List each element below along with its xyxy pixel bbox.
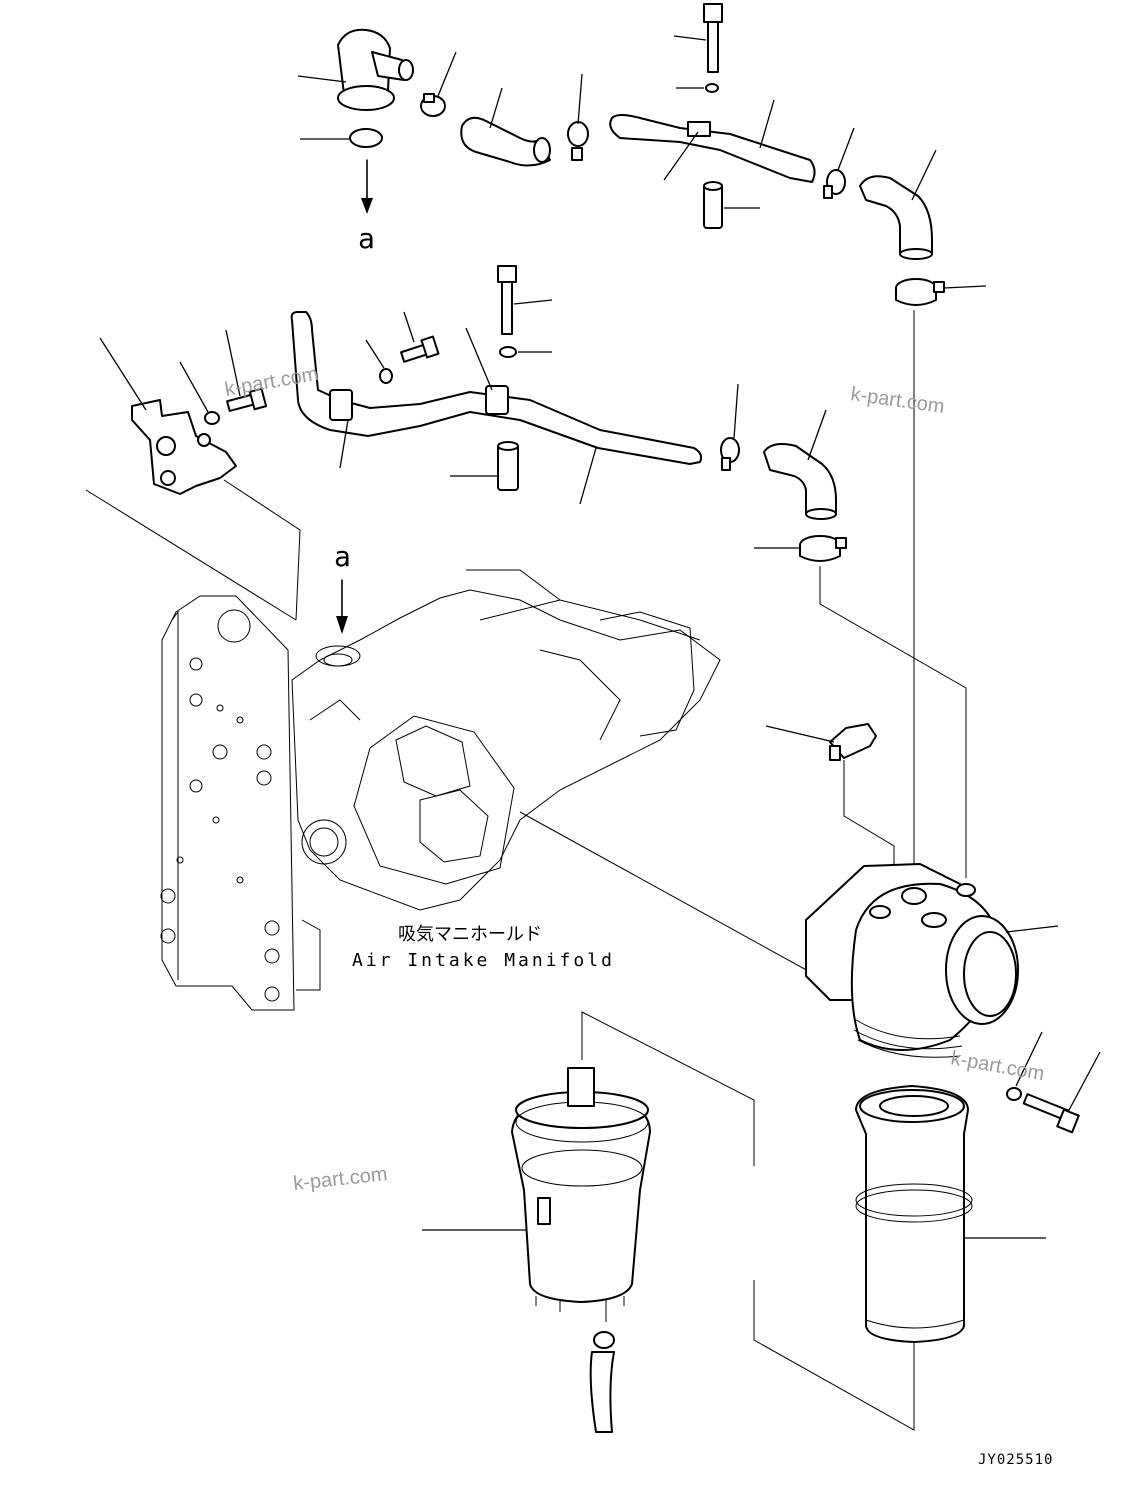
band-clamp-part[interactable] (800, 536, 846, 561)
manifold-label-ja: 吸気マニホールド (398, 924, 542, 945)
leader-line (760, 100, 774, 148)
leader-line (438, 52, 456, 96)
assembly-line (754, 1280, 914, 1430)
bolt-part[interactable] (498, 266, 516, 334)
leader-line (912, 150, 936, 200)
leader-line (404, 312, 414, 342)
leader-line (674, 36, 706, 40)
leader-line (734, 384, 738, 438)
leader-line (514, 300, 552, 304)
hose-clamp-part[interactable] (421, 94, 445, 116)
washer-part[interactable] (380, 369, 392, 383)
filter-element-part[interactable] (856, 1086, 972, 1342)
leader-line (1006, 926, 1058, 932)
watermark-text: k-part.com (292, 1163, 388, 1195)
air-cleaner-head-part[interactable] (806, 864, 1018, 1057)
leader-line (838, 128, 854, 170)
leader-line (1016, 1032, 1042, 1086)
hose-clamp-part[interactable] (824, 170, 845, 198)
leader-line (664, 132, 698, 180)
assembly-line (520, 812, 810, 972)
assembly-line (582, 1012, 754, 1166)
manifold-label-en: Air Intake Manifold (352, 950, 615, 971)
leader-line (578, 74, 582, 124)
washer-part[interactable] (205, 412, 219, 424)
leader-line (944, 286, 986, 288)
view-marker-label: a (358, 222, 375, 255)
bolt-part[interactable] (401, 337, 438, 362)
spacer-part[interactable] (704, 182, 722, 228)
leader-line (580, 448, 596, 504)
elbow-hose-part[interactable] (764, 444, 836, 519)
leader-line (466, 328, 492, 390)
elbow-hose-part[interactable] (461, 118, 550, 166)
watermark-text: k-part.com (849, 383, 946, 418)
pipe-part[interactable] (610, 115, 814, 182)
arrow-head-icon (361, 198, 373, 214)
leader-line (808, 410, 826, 460)
air-intake-manifold (161, 570, 720, 1010)
washer-part[interactable] (706, 84, 718, 92)
assembly-line (820, 566, 966, 878)
assembly-line (224, 480, 300, 620)
bolt-part[interactable] (704, 4, 722, 72)
leader-line (1068, 1052, 1100, 1112)
hose-clamp-part[interactable] (721, 438, 739, 470)
leader-line (490, 88, 502, 128)
leader-line (100, 338, 146, 410)
elbow-hose-part[interactable] (860, 176, 932, 259)
assembly-line (844, 760, 894, 870)
washer-part[interactable] (500, 347, 516, 357)
cap-part[interactable] (338, 30, 413, 110)
hose-clamp-part[interactable] (568, 122, 588, 160)
washer-part[interactable] (1007, 1088, 1021, 1100)
bracket-part[interactable] (132, 400, 236, 494)
leader-line (180, 362, 208, 412)
assembly-line (86, 490, 296, 620)
dust-cup-part[interactable] (512, 1068, 650, 1322)
o-ring-part[interactable] (350, 129, 382, 147)
leader-line (340, 420, 348, 468)
arrow-head-icon (336, 616, 348, 634)
bolt-part[interactable] (1024, 1094, 1079, 1132)
drain-hose-part[interactable] (591, 1332, 614, 1432)
view-marker-target: a (334, 540, 351, 573)
drawing-number: JY025510 (978, 1452, 1053, 1468)
bolt-part[interactable] (227, 389, 266, 411)
leader-line (766, 726, 834, 742)
leader-line (226, 330, 240, 396)
leader-line (366, 340, 384, 368)
sensor-part[interactable] (830, 724, 876, 760)
band-clamp-part[interactable] (896, 279, 944, 305)
pipe-part[interactable] (292, 312, 702, 464)
spacer-part[interactable] (498, 442, 518, 490)
leader-line (298, 76, 346, 82)
